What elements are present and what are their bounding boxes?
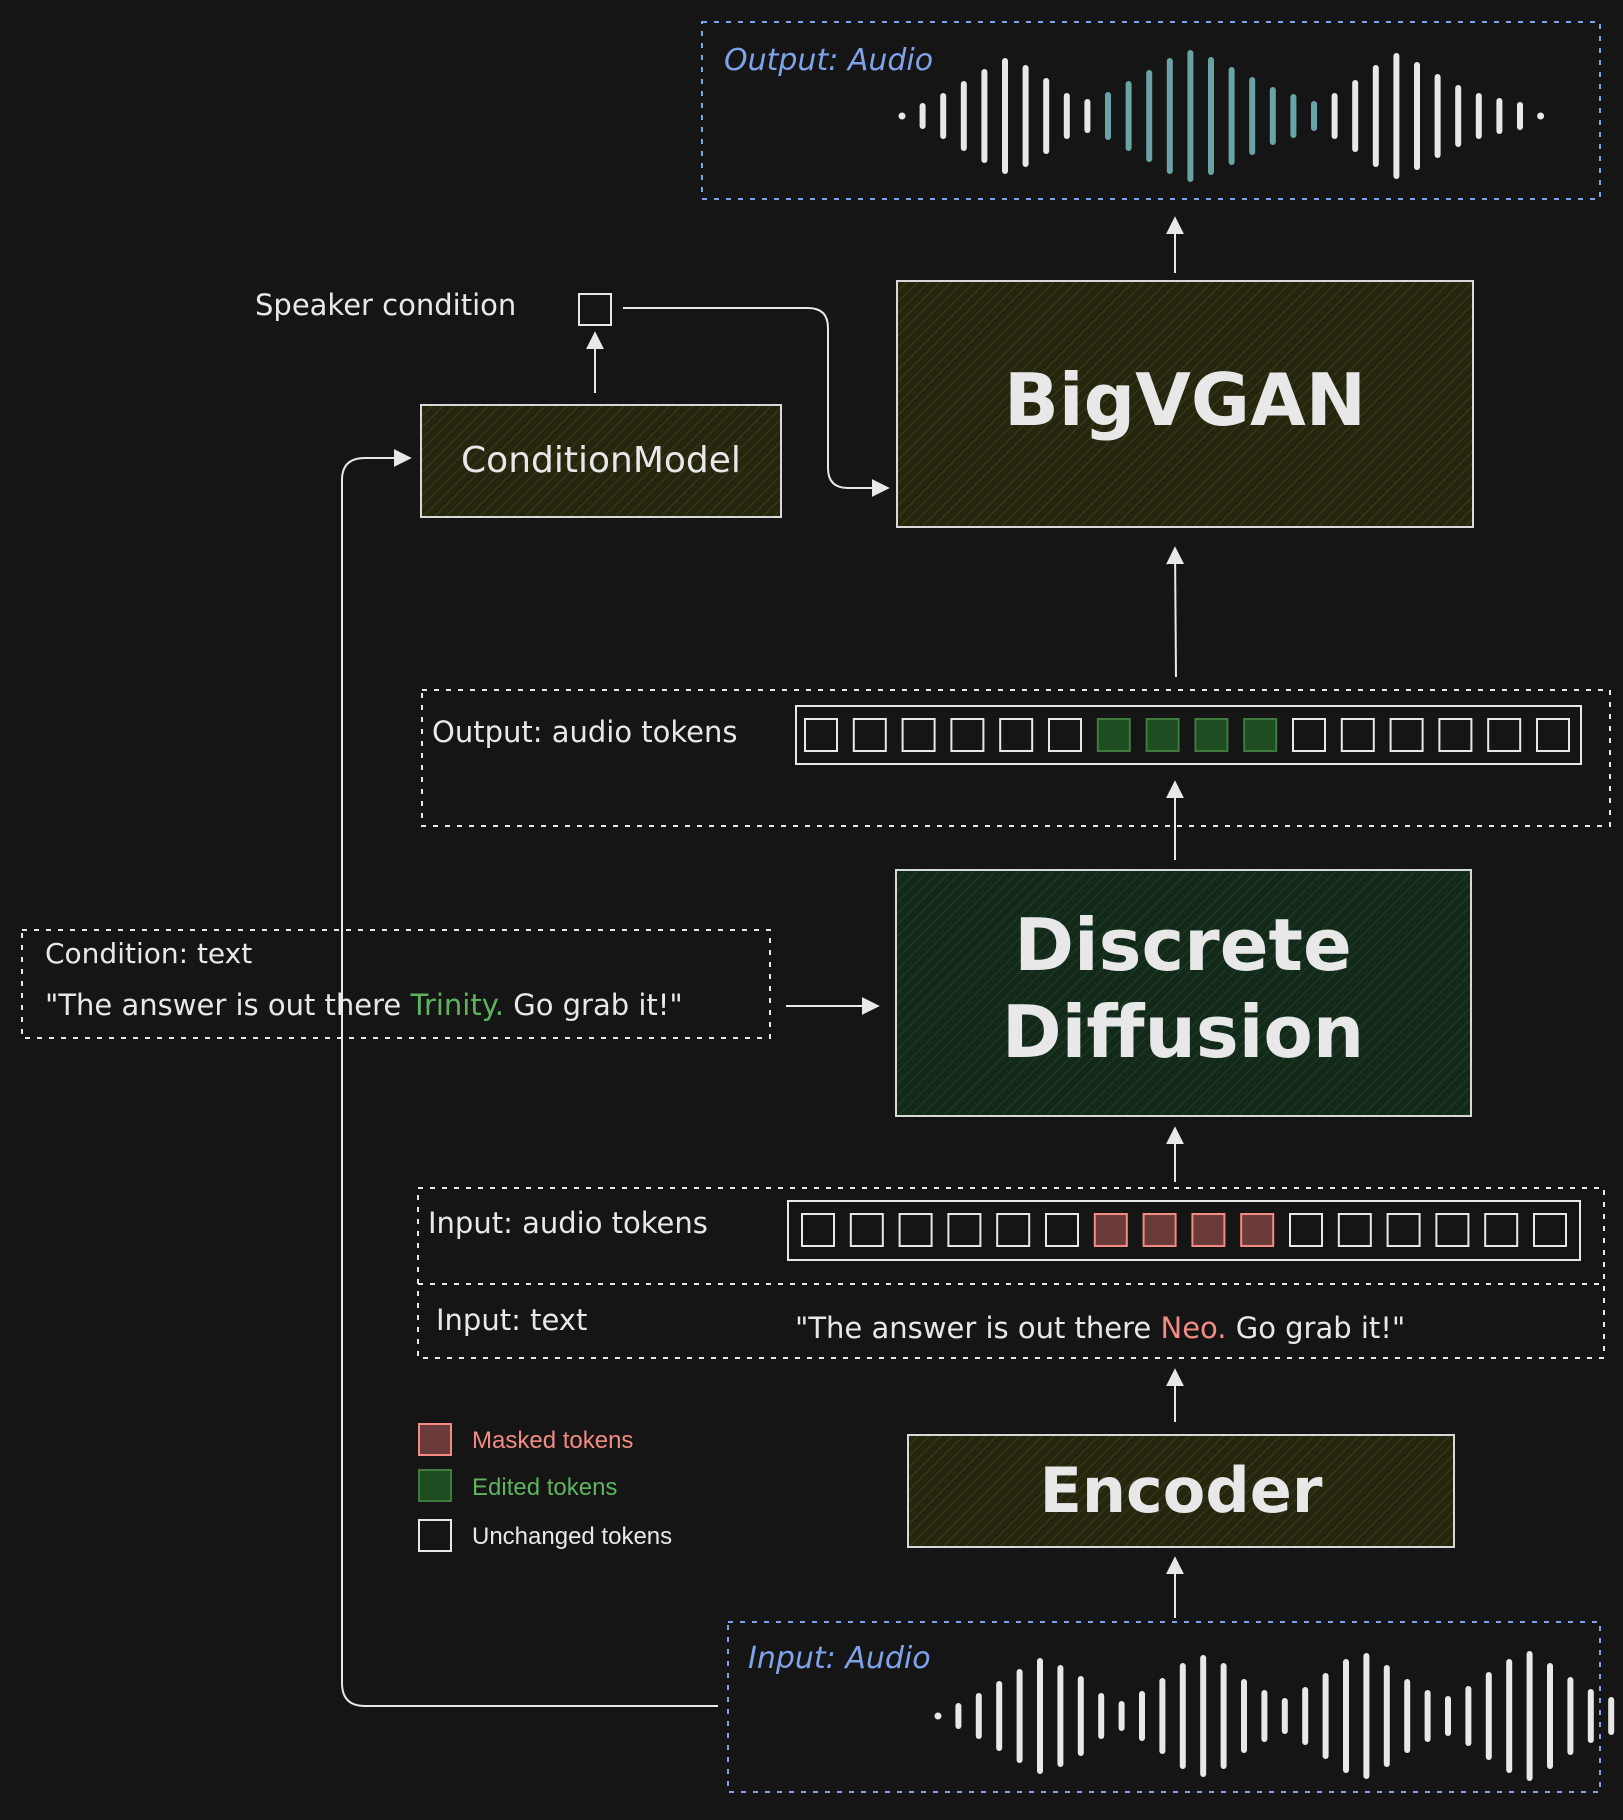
arrow-input-audio-to-condmodel [341, 449, 718, 1707]
input-audio-label: Input: Audio [748, 1641, 931, 1676]
discrete-diffusion-line1: Discrete [1014, 903, 1352, 987]
bigvgan-label: BigVGAN [1004, 358, 1366, 442]
input-frame [417, 1187, 1605, 1359]
discrete-diffusion-box [895, 869, 1472, 1117]
condition-model-box [420, 404, 782, 518]
output-waveform [898, 50, 1545, 182]
speaker-condition-label: Speaker condition [255, 288, 516, 322]
condition-model-label: ConditionModel [461, 440, 741, 481]
condition-text-prefix: "The answer is out there [45, 988, 411, 1022]
output-tokens-label: Output: audio tokens [432, 715, 738, 749]
output-token-cell [1340, 718, 1375, 752]
condition-text-label: Condition: text [45, 937, 252, 970]
output-token-cells [804, 718, 1570, 752]
input-token-cell [996, 1213, 1031, 1247]
input-token-cell [1484, 1213, 1519, 1247]
input-token-cell [1191, 1213, 1226, 1247]
input-waveform [934, 1651, 1615, 1781]
input-token-cell [1240, 1213, 1275, 1247]
input-token-cell [1289, 1213, 1323, 1247]
legend-edited-label: Edited tokens [472, 1474, 617, 1501]
condition-text-suffix: Go grab it!" [504, 988, 683, 1022]
output-token-sequence [795, 705, 1582, 765]
input-token-sequence [787, 1200, 1581, 1261]
input-token-cell [1533, 1213, 1567, 1247]
input-text-sentence: "The answer is out there Neo. Go grab it… [795, 1311, 1405, 1345]
input-token-cell [1142, 1213, 1177, 1247]
condition-text-highlight: Trinity. [410, 988, 505, 1022]
output-token-cell [1243, 718, 1278, 752]
legend-masked-swatch [418, 1423, 452, 1456]
output-token-cell [1048, 718, 1082, 752]
condition-text-frame [21, 929, 771, 1039]
output-token-cell [1536, 718, 1570, 752]
output-audio-label: Output: Audio [724, 43, 933, 78]
output-token-cell [804, 718, 838, 752]
input-token-cell [1337, 1213, 1372, 1247]
input-text-prefix: "The answer is out there [795, 1311, 1161, 1345]
input-text-highlight: Neo. [1161, 1311, 1227, 1345]
waveform-dot [1537, 112, 1545, 120]
output-token-cell [1194, 718, 1229, 752]
discrete-diffusion-line2: Diffusion [1002, 990, 1364, 1074]
encoder-label: Encoder [1040, 1454, 1323, 1527]
output-token-cell [1292, 718, 1326, 752]
waveform-dot [934, 1712, 942, 1720]
output-token-cell [1487, 718, 1522, 752]
input-token-cell [1045, 1213, 1079, 1247]
input-text-suffix: Go grab it!" [1227, 1311, 1406, 1345]
input-text-label: Input: text [436, 1303, 587, 1337]
input-token-cell [898, 1213, 933, 1247]
output-audio-frame [701, 21, 1601, 200]
input-token-cells [801, 1213, 1567, 1247]
legend-edited-swatch [418, 1469, 452, 1502]
input-token-cell [1386, 1213, 1421, 1247]
output-token-cell [1096, 718, 1131, 752]
input-audio-frame [727, 1621, 1601, 1793]
input-token-cell [1093, 1213, 1128, 1247]
output-token-cell [1145, 718, 1180, 752]
output-token-cell [1438, 718, 1473, 752]
arrow-speaker-to-bigvgan [623, 307, 890, 497]
input-token-cell [947, 1213, 982, 1247]
output-token-cell [852, 718, 887, 752]
output-token-cell [1389, 718, 1424, 752]
input-token-cell [849, 1213, 884, 1247]
output-token-cell [999, 718, 1034, 752]
input-token-cell [801, 1213, 835, 1247]
output-token-cell [950, 718, 985, 752]
output-token-cell [901, 718, 936, 752]
input-token-cell [1435, 1213, 1470, 1247]
legend-unchanged-swatch [418, 1519, 452, 1552]
arrow-tokens-to-bigvgan [1166, 546, 1185, 678]
bigvgan-box [896, 280, 1474, 528]
speaker-condition-token [578, 293, 612, 326]
legend-unchanged-label: Unchanged tokens [472, 1523, 672, 1550]
input-tokens-label: Input: audio tokens [428, 1206, 708, 1240]
legend-masked-label: Masked tokens [472, 1427, 633, 1454]
output-tokens-frame [421, 689, 1611, 827]
encoder-box [907, 1434, 1455, 1548]
condition-text-sentence: "The answer is out there Trinity. Go gra… [45, 988, 683, 1022]
waveform-dot [898, 112, 906, 120]
